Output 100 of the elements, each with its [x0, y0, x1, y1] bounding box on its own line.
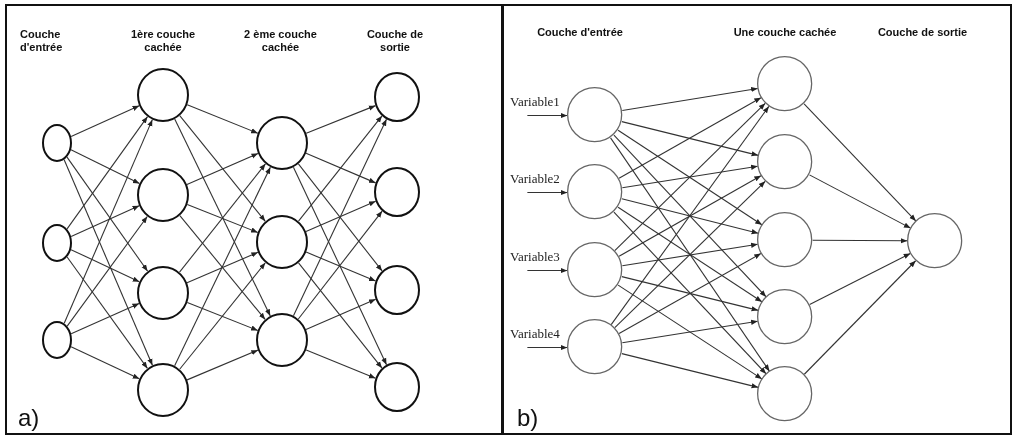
arrow — [808, 174, 912, 229]
neuron-circle — [256, 215, 308, 269]
edge-label: Variable1 — [510, 95, 560, 109]
arrow — [186, 251, 259, 284]
arrow — [610, 137, 770, 372]
neuron-circle — [374, 362, 420, 412]
arrow — [617, 206, 763, 303]
arrow — [618, 175, 762, 257]
arrow — [70, 303, 140, 335]
arrow — [174, 118, 271, 317]
arrow — [809, 252, 911, 306]
arrow — [297, 163, 383, 272]
arrow — [614, 180, 766, 329]
neuron-circle — [757, 212, 813, 268]
neuron-circle — [137, 266, 189, 320]
neuron-circle — [567, 87, 623, 143]
neuron-circle — [137, 363, 189, 417]
arrow — [297, 262, 383, 369]
column-heading: Une couche cachée — [732, 26, 838, 39]
arrow — [70, 346, 140, 380]
panel-label: b) — [517, 405, 540, 431]
arrow — [186, 204, 259, 233]
arrow — [621, 121, 759, 157]
arrow — [66, 215, 148, 327]
arrow — [621, 242, 759, 267]
neuron-circle — [256, 116, 308, 170]
neuron-circle — [567, 242, 623, 298]
arrow — [305, 251, 377, 282]
arrow — [614, 102, 766, 252]
arrow — [292, 118, 388, 317]
arrow — [63, 119, 153, 324]
arrow — [63, 159, 153, 366]
arrow — [526, 112, 568, 119]
neuron-circle — [374, 167, 420, 217]
arrow — [179, 115, 266, 222]
column-heading: 2 ème couche cachée — [243, 28, 318, 54]
arrow — [617, 284, 763, 380]
arrow — [186, 152, 259, 186]
neuron-circle — [757, 56, 813, 112]
neuron-circle — [757, 289, 813, 345]
edge-label: Variable4 — [510, 327, 560, 341]
column-heading: Couche de sortie — [365, 28, 425, 54]
arrow — [621, 276, 759, 312]
arrow — [812, 238, 908, 244]
column-heading: Couche d'entrée — [20, 28, 64, 54]
arrow — [610, 105, 770, 326]
arrow — [70, 249, 140, 283]
arrow — [803, 260, 917, 375]
arrow — [66, 256, 148, 369]
arrow — [526, 267, 568, 274]
arrow — [613, 134, 767, 298]
arrow — [186, 349, 259, 381]
arrow — [617, 129, 763, 226]
neuron-circle — [567, 319, 623, 375]
arrow — [618, 253, 762, 334]
arrow — [66, 156, 149, 272]
arrow — [305, 298, 377, 331]
neuron-circle — [374, 265, 420, 315]
arrow — [70, 105, 140, 138]
edge-label: Variable2 — [510, 172, 560, 186]
neuron-circle — [757, 366, 813, 422]
arrow — [305, 152, 377, 184]
arrow — [305, 200, 377, 233]
panel-label: a) — [18, 405, 41, 431]
arrow — [621, 198, 759, 235]
arrow — [613, 211, 767, 375]
arrow — [621, 164, 759, 189]
arrow — [621, 86, 759, 112]
arrow — [526, 189, 568, 196]
arrow — [618, 97, 762, 179]
arrow — [305, 349, 377, 379]
arrow — [70, 149, 141, 184]
neuron-circle — [42, 224, 72, 262]
edge-label: Variable3 — [510, 250, 560, 264]
neuron-circle — [907, 213, 963, 269]
arrow — [179, 215, 266, 320]
arrow — [70, 205, 140, 238]
arrow — [621, 319, 759, 344]
neuron-circle — [567, 164, 623, 220]
arrow — [297, 115, 383, 222]
arrow — [621, 353, 759, 389]
arrow — [292, 166, 388, 366]
arrow — [305, 105, 376, 134]
arrow — [186, 302, 259, 331]
arrow — [803, 103, 917, 222]
column-heading: Couche de sortie — [876, 26, 969, 39]
neuron-circle — [42, 321, 72, 359]
arrow — [186, 104, 259, 134]
arrow — [179, 163, 267, 273]
arrow — [179, 262, 266, 370]
column-heading: Couche d'entrée — [536, 26, 624, 39]
column-heading: 1ère couche cachée — [129, 28, 197, 54]
neuron-circle — [42, 124, 72, 162]
neuron-circle — [256, 313, 308, 367]
arrow — [297, 210, 383, 320]
arrow — [66, 116, 149, 230]
neuron-circle — [137, 68, 189, 122]
neuron-circle — [374, 72, 420, 122]
arrow — [526, 344, 568, 351]
arrow — [174, 166, 271, 367]
